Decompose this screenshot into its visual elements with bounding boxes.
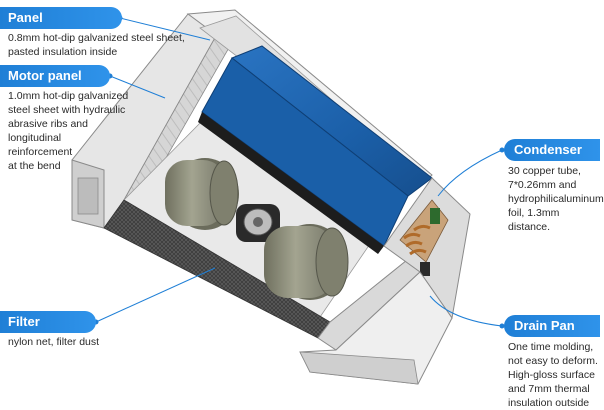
panel-description: 0.8mm hot-dip galvanized steel sheet, pa… xyxy=(8,32,185,58)
leader-dot-drain-pan xyxy=(499,323,505,329)
copper-pipes xyxy=(403,224,431,256)
leader-lines xyxy=(95,17,503,327)
leader-drain-pan xyxy=(429,295,503,327)
leader-filter xyxy=(95,267,216,323)
panel-label: Panel xyxy=(0,7,122,29)
drain-pan-label: Drain Pan xyxy=(504,315,600,337)
right-end-housing xyxy=(383,177,471,320)
drain-pan xyxy=(299,271,453,385)
leader-motor-panel xyxy=(109,75,166,99)
condenser-label: Condenser xyxy=(504,139,600,161)
leader-dot-condenser xyxy=(499,147,505,153)
leader-condenser xyxy=(437,149,503,197)
motor-panel-label: Motor panel xyxy=(0,65,110,87)
drain-pan-description: One time molding, not easy to deform. Hi… xyxy=(508,341,598,409)
filter-label: Filter xyxy=(0,311,96,333)
blower-left xyxy=(165,158,239,230)
fan-motor xyxy=(236,204,280,242)
condenser-coil xyxy=(198,45,433,254)
leader-panel xyxy=(119,17,211,41)
condenser-description: 30 copper tube, 7*0.26mm and hydrophilic… xyxy=(508,165,604,233)
blower-right xyxy=(264,224,349,300)
filter-description: nylon net, filter dust xyxy=(8,336,100,348)
motor-panel-description: 1.0mm hot-dip galvanized steel sheet wit… xyxy=(8,90,129,172)
left-end-housing xyxy=(71,13,239,229)
